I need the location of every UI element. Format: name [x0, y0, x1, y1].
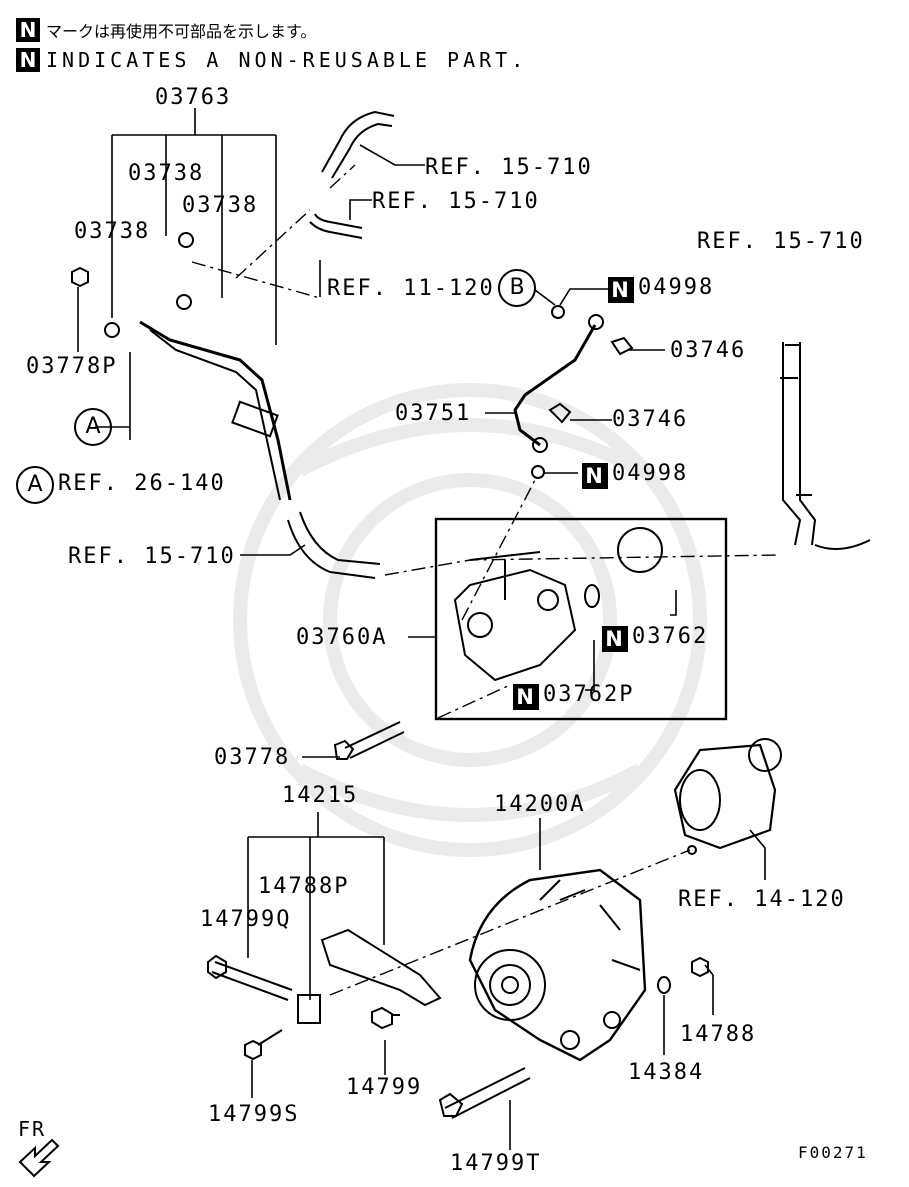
ref-label: REF. 15-710 [372, 189, 540, 214]
legend-row-japanese: N マークは再使用不可部品を示します。 [16, 16, 316, 44]
front-label: FR [18, 1117, 47, 1141]
part-number: 03762 [632, 624, 709, 649]
ref-label: REF. 15-710 [697, 229, 865, 254]
non-reusable-marker: N [602, 626, 628, 652]
label-14215: 14215 [282, 783, 359, 808]
ref-label: REF. 11-120 [327, 276, 495, 301]
label-14384: 14384 [628, 1060, 705, 1085]
legend-text-japanese: マークは再使用不可部品を示します。 [46, 22, 317, 41]
non-reusable-marker: N [16, 18, 40, 42]
label-03738: 03738 [128, 161, 205, 186]
watermark-emblem [233, 383, 707, 857]
ref-label: REF. 15-710 [68, 544, 236, 569]
circle-callout-a: A [16, 466, 54, 504]
figure-code: F00271 [798, 1143, 868, 1162]
ref-label: REF. 15-710 [425, 155, 593, 180]
bolt-03778 [333, 721, 405, 760]
part-number: 03762P [543, 682, 635, 707]
non-reusable-marker: N [513, 684, 539, 710]
circle-callout-b: B [498, 269, 536, 307]
label-03738: 03738 [74, 219, 151, 244]
front-direction-arrow [18, 1138, 60, 1178]
label-03751: 03751 [395, 401, 472, 426]
label-14799: 14799 [346, 1075, 423, 1100]
non-reusable-marker: N [16, 48, 40, 72]
label-03760A: 03760A [296, 625, 388, 650]
label-03778P: 03778P [26, 354, 118, 379]
non-reusable-marker: N [608, 277, 634, 303]
bracket-assembly [207, 928, 709, 1119]
legend-row-english: N INDICATES A NON-REUSABLE PART. [16, 46, 527, 74]
label-03746: 03746 [670, 338, 747, 363]
hose-pipe-assembly [71, 110, 871, 579]
label-14788: 14788 [680, 1022, 757, 1047]
label-03763: 03763 [155, 85, 232, 110]
label-03746: 03746 [612, 407, 689, 432]
label-14799T: 14799T [450, 1151, 542, 1176]
circle-callout-a: A [74, 408, 112, 446]
alternator [468, 868, 647, 1062]
boxed-assembly [434, 517, 728, 721]
thermostat-housing [673, 738, 782, 855]
part-number: 04998 [612, 461, 689, 486]
label-14799Q: 14799Q [200, 907, 292, 932]
label-03738: 03738 [182, 193, 259, 218]
label-03778: 03778 [214, 745, 291, 770]
label-14799S: 14799S [208, 1102, 300, 1127]
ref-label: REF. 14-120 [678, 887, 846, 912]
label-14200A: 14200A [494, 792, 586, 817]
part-number: 04998 [638, 275, 715, 300]
non-reusable-marker: N [582, 463, 608, 489]
legend-text-english: INDICATES A NON-REUSABLE PART. [46, 48, 528, 72]
label-14788P: 14788P [258, 874, 350, 899]
ref-label: REF. 26-140 [58, 471, 226, 496]
